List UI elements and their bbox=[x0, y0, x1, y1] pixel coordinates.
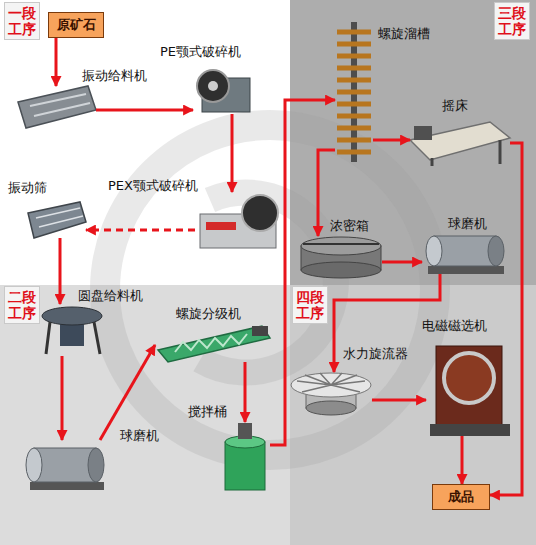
hydrocyclone: 水力旋流器 bbox=[290, 372, 372, 416]
separator-icon bbox=[430, 424, 510, 436]
feeder-icon bbox=[30, 94, 86, 106]
crusher-icon bbox=[208, 81, 218, 91]
classifier-icon bbox=[252, 326, 268, 336]
disc-feeder: 圆盘给料机 bbox=[42, 304, 104, 356]
equipment-label: 球磨机 bbox=[448, 216, 487, 231]
table-icon bbox=[410, 122, 510, 160]
equipment-label: 振动筛 bbox=[8, 180, 47, 195]
flow-arrow bbox=[244, 362, 247, 422]
equipment-label: 球磨机 bbox=[120, 428, 159, 443]
stage-label: 四段工序 bbox=[296, 289, 324, 321]
screen-icon bbox=[28, 202, 86, 238]
chute-icon bbox=[337, 32, 371, 152]
stage-tag: 二段工序 bbox=[4, 286, 40, 324]
stage-tag: 三段工序 bbox=[494, 2, 530, 40]
stage-tag: 一段工序 bbox=[4, 2, 40, 40]
screen-icon bbox=[39, 216, 83, 227]
thickener-icon bbox=[303, 243, 379, 245]
product-box: 成品 bbox=[432, 484, 490, 510]
equipment-label: 摇床 bbox=[442, 98, 468, 113]
magnetic-separator: 电磁磁选机 bbox=[426, 338, 510, 436]
flow-arrow bbox=[55, 38, 58, 86]
shaking-table: 摇床 bbox=[410, 120, 510, 166]
equipment-label: 电磁磁选机 bbox=[422, 318, 487, 333]
thickener-icon bbox=[301, 262, 381, 278]
equipment-label: 圆盘给料机 bbox=[78, 288, 143, 303]
spiral-classifier: 螺旋分级机 bbox=[155, 325, 270, 362]
equipment-label: 水力旋流器 bbox=[343, 346, 408, 361]
jaw-crusher: PE颚式破碎机 bbox=[193, 64, 253, 114]
feeder-icon bbox=[34, 103, 90, 116]
ball-mill: 球磨机 bbox=[22, 440, 108, 492]
jaw-crusher: PEX颚式破碎机 bbox=[195, 192, 280, 250]
spiral-chute: 螺旋溜槽 bbox=[335, 22, 373, 162]
flow-arrow bbox=[461, 436, 464, 484]
ball-mill-icon bbox=[426, 236, 442, 266]
flow-arrow bbox=[373, 139, 410, 142]
stage-tag: 四段工序 bbox=[292, 286, 328, 324]
ball-mill-icon bbox=[488, 236, 504, 266]
vibrating-screen: 振动筛 bbox=[28, 202, 86, 238]
flow-arrow bbox=[86, 229, 195, 232]
crusher-icon bbox=[242, 195, 278, 231]
equipment-label: 浓密箱 bbox=[330, 218, 369, 233]
ore-box: 原矿石 bbox=[48, 12, 104, 38]
box-label: 成品 bbox=[448, 488, 474, 506]
mixing-tank: 搅拌桶 bbox=[220, 422, 270, 492]
flow-arrow bbox=[96, 109, 193, 112]
separator-icon bbox=[436, 346, 502, 426]
ball-mill: 球磨机 bbox=[422, 234, 506, 274]
flow-arrow bbox=[372, 399, 426, 402]
ball-mill-icon bbox=[26, 448, 42, 482]
equipment-label: PE颚式破碎机 bbox=[160, 44, 241, 59]
ball-mill-icon bbox=[30, 482, 104, 490]
flow-arrow bbox=[490, 143, 522, 495]
ball-mill-icon bbox=[34, 448, 96, 482]
stage-label: 三段工序 bbox=[498, 5, 526, 37]
equipment-label: 螺旋分级机 bbox=[176, 306, 241, 321]
stage-ground bbox=[0, 0, 290, 285]
flow-arrow bbox=[61, 356, 64, 440]
equipment-label: 振动给料机 bbox=[82, 68, 147, 83]
ball-mill-icon bbox=[88, 448, 104, 482]
equipment-label: 螺旋溜槽 bbox=[378, 26, 430, 41]
flow-arrow bbox=[382, 261, 422, 264]
flow-arrow bbox=[270, 100, 335, 445]
tank-icon bbox=[238, 423, 252, 439]
cyclone-icon bbox=[297, 373, 365, 392]
cyclone-icon bbox=[291, 373, 371, 397]
separator-icon bbox=[444, 353, 494, 403]
flow-arrow bbox=[59, 238, 62, 304]
crusher-icon bbox=[206, 222, 236, 230]
table-icon bbox=[499, 140, 502, 164]
crusher-icon bbox=[197, 70, 229, 102]
thickener: 浓密箱 bbox=[300, 236, 382, 278]
stage-label: 二段工序 bbox=[8, 289, 36, 321]
vibrating-feeder: 振动给料机 bbox=[18, 86, 96, 128]
tank-icon bbox=[225, 442, 265, 490]
disc-feeder-icon bbox=[46, 322, 50, 354]
equipment-label: 搅拌桶 bbox=[188, 404, 227, 419]
flow-arrow bbox=[231, 114, 234, 192]
equipment-label: PEX颚式破碎机 bbox=[108, 178, 198, 193]
thickener-icon bbox=[301, 237, 381, 255]
table-icon bbox=[414, 126, 432, 140]
ball-mill-icon bbox=[434, 236, 496, 266]
stage-label: 一段工序 bbox=[8, 5, 36, 37]
cyclone-icon bbox=[306, 401, 356, 415]
table-icon bbox=[431, 158, 434, 166]
watermark bbox=[105, 125, 435, 455]
ball-mill-icon bbox=[428, 266, 504, 274]
flow-arrow bbox=[100, 345, 155, 440]
stage-ground bbox=[290, 285, 536, 545]
feeder-icon bbox=[18, 86, 96, 128]
box-label: 原矿石 bbox=[57, 16, 96, 34]
classifier-icon bbox=[175, 334, 247, 352]
screen-icon bbox=[36, 208, 80, 218]
disc-feeder-icon bbox=[94, 322, 100, 354]
classifier-icon bbox=[158, 326, 270, 362]
